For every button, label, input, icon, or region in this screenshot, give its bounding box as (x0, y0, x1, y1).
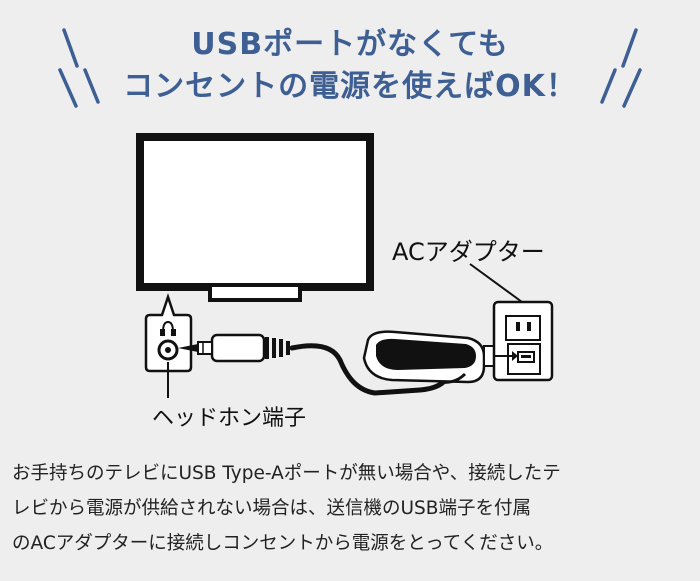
tv-stand (208, 283, 302, 302)
power-outlet-icon (505, 315, 541, 341)
audio-plug (178, 333, 290, 363)
ac-adapter (469, 263, 554, 382)
television (136, 133, 374, 302)
emphasis-strokes-left (58, 28, 100, 108)
description-line-1: お手持ちのテレビにUSB Type-Aポートが無い場合や、接続したテ (12, 463, 561, 484)
headline-line-2: コンセントの電源を使えばOK！ (123, 69, 577, 104)
headphone-jack-callout (144, 293, 193, 398)
description-line-3: のACアダプターに接続しコンセントから電源をとってください。 (12, 533, 554, 554)
usb-transmitter (362, 330, 495, 384)
description-line-2: レビから電源が供給されない場合は、送信機のUSB端子を付属 (12, 498, 531, 519)
tv-screen (136, 133, 374, 291)
adapter-leader-line (469, 263, 523, 303)
ac-adapter-label: ACアダプター (392, 238, 545, 266)
usb-connector (483, 345, 495, 367)
emphasis-strokes-right (600, 28, 642, 108)
headphone-jack-label: ヘッドホン端子 (152, 406, 307, 431)
headphone-icon (160, 320, 176, 336)
description: お手持ちのテレビにUSB Type-Aポートが無い場合や、接続したテ レビから電… (12, 456, 692, 561)
headline-line-1: USBポートがなくても (191, 27, 509, 62)
audio-cable (289, 343, 453, 396)
headline: USBポートがなくても コンセントの電源を使えばOK！ (0, 24, 700, 108)
